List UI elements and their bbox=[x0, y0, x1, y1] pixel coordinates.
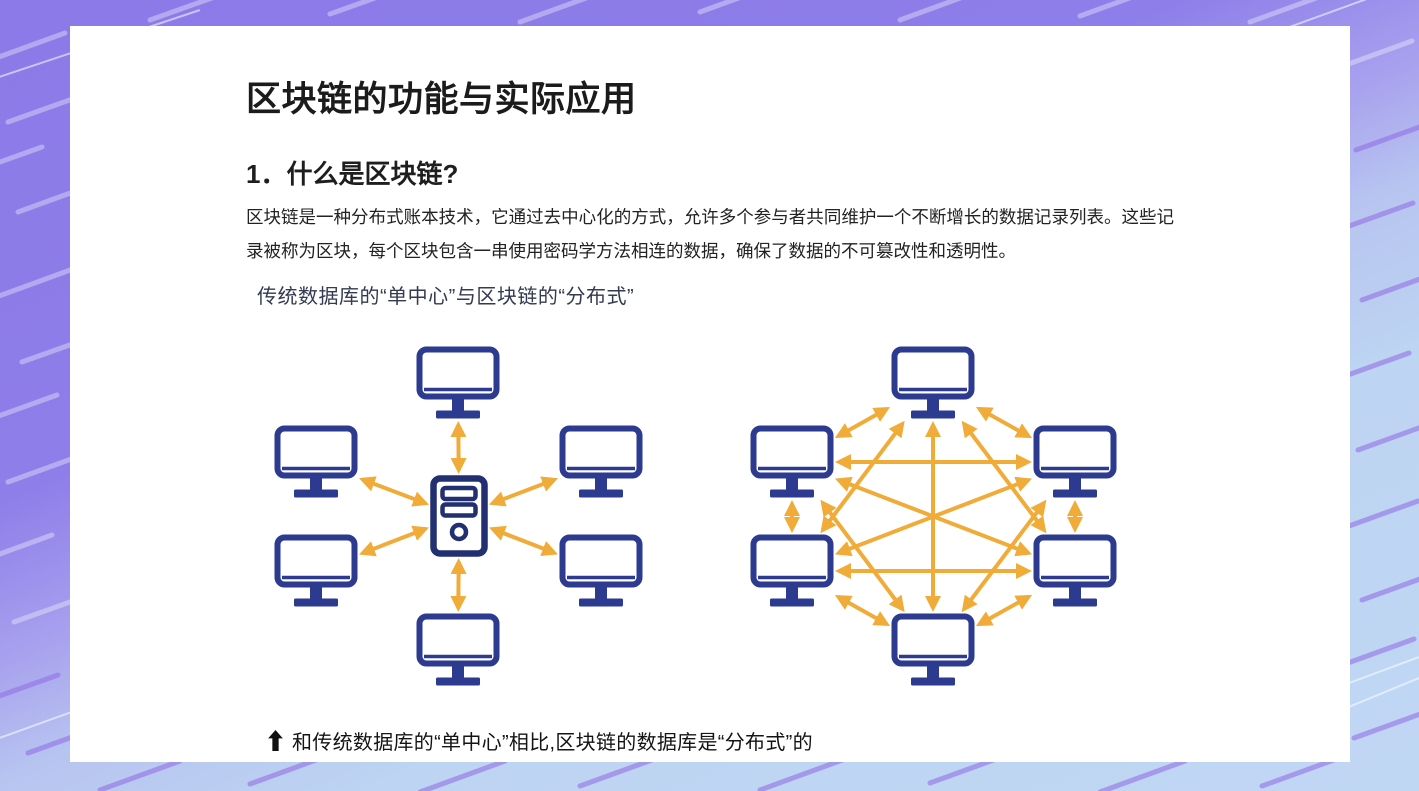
monitor-icon bbox=[895, 350, 972, 419]
monitor-icon bbox=[563, 429, 640, 498]
connection-arrow bbox=[834, 407, 891, 438]
monitor-icon bbox=[1037, 538, 1114, 607]
connection-arrow bbox=[488, 525, 559, 557]
monitor-icon bbox=[754, 429, 831, 498]
connection-arrow bbox=[358, 476, 430, 507]
connection-arrow bbox=[820, 420, 905, 534]
connection-arrow bbox=[961, 420, 1047, 534]
up-arrow-icon bbox=[268, 730, 283, 751]
connection-arrow bbox=[834, 595, 891, 626]
monitor-icon bbox=[563, 538, 640, 607]
figure-caption: 传统数据库的“单中心”与区块链的“分布式” bbox=[257, 286, 635, 308]
monitor-icon bbox=[895, 617, 972, 686]
figure-note-text: 和传统数据库的“单中心”相比,区块链的数据库是“分布式”的 bbox=[292, 732, 813, 754]
connection-arrow bbox=[975, 406, 1033, 439]
monitor-icon bbox=[420, 350, 497, 419]
monitor-icon bbox=[1037, 429, 1114, 498]
monitor-icon bbox=[420, 617, 497, 686]
connection-arrow bbox=[820, 499, 905, 613]
section-heading: 1．什么是区块链? bbox=[246, 158, 459, 189]
connection-arrow bbox=[975, 594, 1033, 627]
network-comparison-diagram bbox=[252, 330, 1152, 700]
figure-note: 和传统数据库的“单中心”相比,区块链的数据库是“分布式”的 bbox=[268, 726, 813, 755]
connection-arrow bbox=[488, 476, 559, 507]
monitor-icon bbox=[754, 538, 831, 607]
body-text: 区块链是一种分布式账本技术，它通过去中心化的方式，允许多个参与者共同维护一个不断… bbox=[246, 206, 1174, 261]
monitor-icon bbox=[278, 538, 355, 607]
content-card: 区块链的功能与实际应用 1．什么是区块链? 区块链是一种分布式账本技术，它通过去… bbox=[70, 26, 1350, 762]
server-icon bbox=[434, 479, 485, 554]
monitor-icon bbox=[278, 429, 355, 498]
page-title: 区块链的功能与实际应用 bbox=[246, 80, 637, 120]
connection-arrow bbox=[358, 525, 430, 557]
connection-arrow bbox=[961, 499, 1047, 613]
